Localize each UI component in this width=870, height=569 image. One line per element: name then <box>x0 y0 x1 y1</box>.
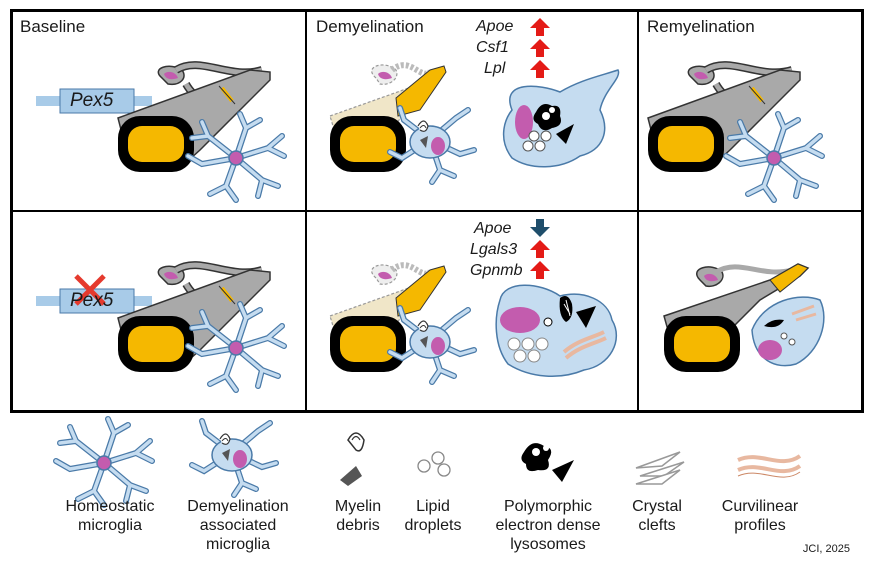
credit: JCI, 2025 <box>802 543 850 555</box>
gene-top-3: Lpl <box>484 60 506 77</box>
title-remyelination: Remyelination <box>647 17 755 36</box>
gene-bottom-2: Lgals3 <box>470 241 518 258</box>
legend-crystal-clefts: Crystal clefts <box>632 498 682 534</box>
gene-bottom-1: Apoe <box>474 220 512 237</box>
gene-bottom-3: Gpnmb <box>470 262 523 279</box>
legend-lysosomes: Polymorphic electron dense lysosomes <box>495 498 601 553</box>
legend-dam: Demyelination associated microglia <box>187 498 289 553</box>
pex5-label-top: Pex5 <box>70 90 114 111</box>
title-baseline: Baseline <box>20 17 86 36</box>
pex5-label-bottom: Pex5 <box>70 290 114 311</box>
gene-top-1: Apoe <box>476 18 514 35</box>
legend-myelin-debris: Myelin debris <box>334 498 382 534</box>
legend-curvilinear: Curvilinear profiles <box>721 498 799 534</box>
legend-lipid-droplets: Lipid droplets <box>404 498 462 534</box>
legend-homeostatic: Homeostatic microglia <box>65 498 155 534</box>
row-divider <box>10 210 864 212</box>
gene-top-2: Csf1 <box>476 39 509 56</box>
title-demyelination: Demyelination <box>316 17 424 36</box>
